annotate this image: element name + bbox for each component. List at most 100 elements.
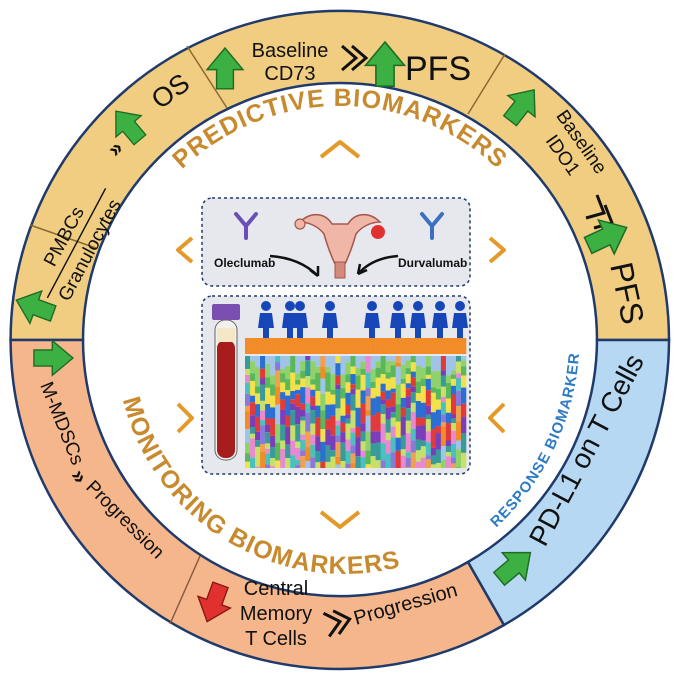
- bar-segment: [280, 399, 286, 410]
- bar-segment: [355, 356, 361, 368]
- uterus-icon: [294, 213, 385, 279]
- bar-segment: [435, 409, 442, 427]
- bar-segment: [445, 375, 452, 384]
- bar-segment: [275, 356, 281, 363]
- bar-segment: [275, 386, 281, 405]
- bar-segment: [460, 387, 467, 404]
- bar-segment: [360, 450, 366, 458]
- bar-segment: [265, 464, 271, 468]
- bar-segment: [310, 338, 316, 354]
- durvalumab-label: Durvalumab: [398, 256, 467, 270]
- bar-segment: [425, 405, 432, 415]
- bar-segment: [380, 383, 386, 392]
- bar-segment: [375, 338, 381, 354]
- bar-segment: [320, 356, 326, 367]
- bar-segment: [395, 338, 402, 354]
- bar-segment: [410, 402, 417, 412]
- bar-segment: [325, 356, 331, 368]
- bar-segment: [460, 360, 467, 367]
- bar-segment: [415, 381, 422, 393]
- bar-segment: [430, 356, 437, 372]
- bar-segment: [305, 403, 311, 413]
- bar-segment: [280, 373, 286, 383]
- bar-segment: [310, 356, 316, 362]
- bar-segment: [305, 387, 311, 404]
- bar-segment: [375, 396, 381, 413]
- bar-segment: [375, 460, 381, 468]
- bar-segment: [275, 423, 281, 443]
- bar-segment: [400, 364, 407, 379]
- bar-segment: [370, 443, 376, 457]
- bar-segment: [380, 374, 386, 384]
- bar-segment: [460, 417, 467, 434]
- bar-segment: [310, 457, 316, 468]
- bar-segment: [340, 388, 346, 399]
- bar-segment: [435, 388, 442, 400]
- bar-segment: [370, 398, 376, 416]
- chevron-down-icon: [319, 510, 361, 529]
- bar-segment: [365, 415, 371, 432]
- bar-segment: [325, 367, 331, 373]
- bar-segment: [415, 401, 422, 418]
- bar-segment: [310, 389, 316, 397]
- bar-segment: [405, 452, 412, 458]
- bar-segment: [350, 338, 356, 354]
- bar-segment: [410, 362, 417, 372]
- bar-segment: [365, 387, 371, 397]
- bar-segment: [385, 453, 391, 468]
- bar-segment: [315, 436, 321, 451]
- segment-cd73: Baseline CD73 PFS: [206, 40, 471, 90]
- bar-segment: [350, 388, 356, 395]
- bar-segment: [420, 367, 427, 379]
- bar-segment: [455, 449, 462, 468]
- bar-segment: [260, 384, 266, 401]
- bar-segment: [345, 414, 351, 419]
- bar-segment: [310, 423, 316, 435]
- bar-segment: [440, 356, 447, 371]
- bar-segment: [275, 370, 281, 387]
- bar-segment: [385, 399, 391, 408]
- bar-segment: [340, 374, 346, 389]
- bar-segment: [365, 372, 371, 388]
- bar-segment: [415, 356, 422, 366]
- bar-segment: [310, 434, 316, 445]
- bar-segment: [285, 379, 291, 391]
- bar-segment: [260, 378, 266, 385]
- bar-segment: [250, 438, 256, 458]
- bar-segment: [305, 356, 311, 361]
- bar-segment: [435, 371, 442, 389]
- chevron-left-icon: [176, 236, 194, 264]
- bar-segment: [395, 404, 402, 422]
- bar-segment: [445, 452, 452, 457]
- bar-segment: [330, 356, 336, 375]
- bar-segment: [355, 389, 361, 408]
- bar-segment: [300, 450, 306, 457]
- bar-segment: [330, 415, 336, 436]
- bar-segment: [255, 404, 261, 417]
- bar-segment: [355, 456, 361, 468]
- bar-segment: [455, 440, 462, 450]
- bar-segment: [345, 362, 351, 375]
- bar-segment: [435, 426, 442, 434]
- bar-segment: [380, 423, 386, 444]
- bar-segment: [425, 459, 432, 468]
- bar-segment: [245, 393, 251, 406]
- bar-segment: [405, 388, 412, 397]
- bar-segment: [295, 356, 301, 374]
- bar-segment: [420, 338, 427, 354]
- bar-segment: [395, 366, 402, 385]
- bar-segment: [270, 418, 276, 436]
- bar-segment: [300, 409, 306, 417]
- bar-segment: [260, 444, 266, 453]
- bar-segment: [405, 374, 412, 384]
- pfs-label: PFS: [405, 50, 471, 88]
- bar-segment: [425, 378, 432, 391]
- bar-segment: [350, 356, 356, 367]
- bar-segment: [295, 406, 301, 425]
- bar-segment: [350, 463, 356, 468]
- bar-segment: [355, 375, 361, 390]
- bar-segment: [340, 442, 346, 462]
- bar-segment: [385, 360, 391, 373]
- antibody-icon: [234, 212, 258, 240]
- bar-segment: [350, 394, 356, 411]
